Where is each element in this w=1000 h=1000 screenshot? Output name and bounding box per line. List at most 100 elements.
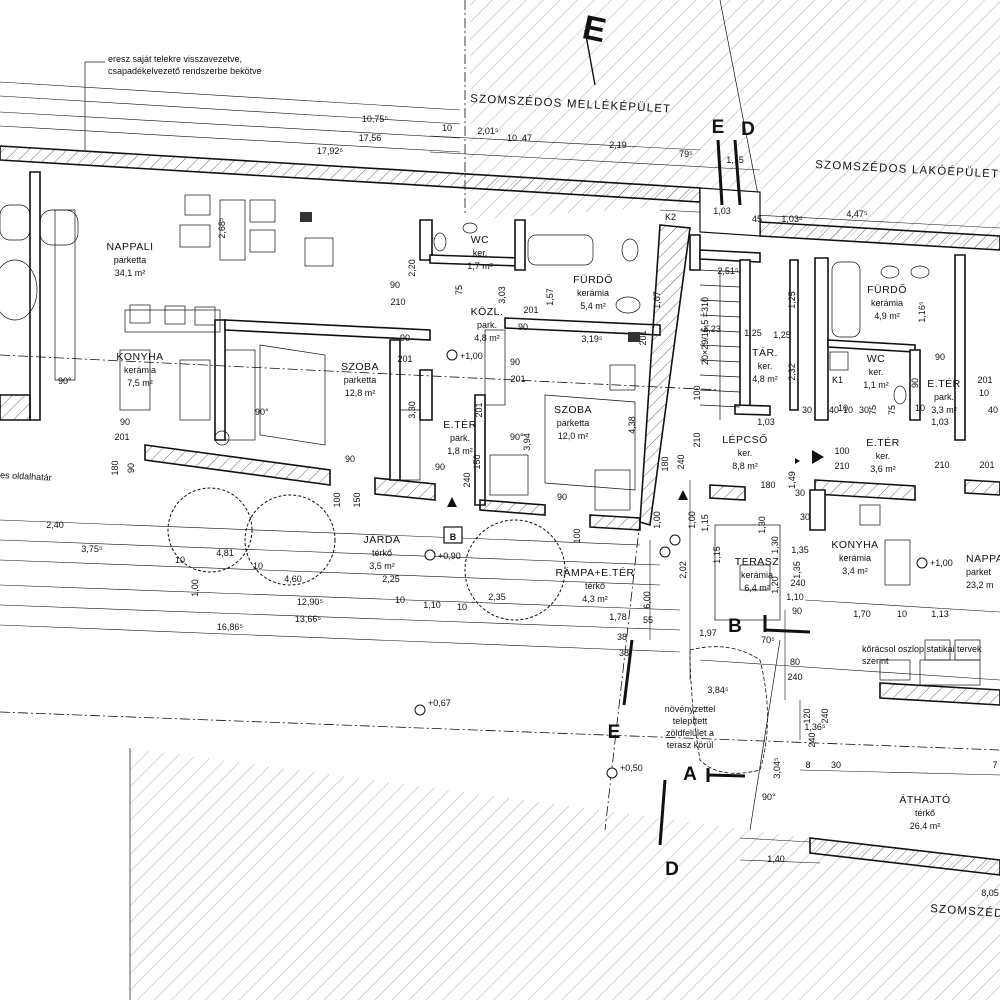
- dim-text: 75: [868, 405, 878, 415]
- dim-text: 10: [395, 595, 405, 605]
- stair-spec: 20×29/15,5 =310: [700, 297, 710, 365]
- wall-room2-bottom: [479, 499, 546, 516]
- dim-text: 240: [787, 672, 802, 682]
- room-floor: ker.: [473, 248, 488, 258]
- wall-bottom-right: [809, 837, 1000, 876]
- column-note: szerint: [862, 656, 889, 666]
- dim-text: 10: [442, 123, 452, 133]
- dim-text: 201: [397, 354, 412, 364]
- dim-text: 180: [660, 456, 670, 471]
- wall-wc-left: [419, 219, 433, 261]
- dim-text: 240: [676, 454, 686, 469]
- dim-line: [429, 135, 701, 151]
- section-letter: E: [712, 117, 725, 138]
- room-floor: parketta: [114, 255, 147, 265]
- section-cut-B: [764, 628, 811, 634]
- dim-text: 17,92⁵: [317, 146, 344, 156]
- section-arrow: [678, 490, 688, 500]
- room-area: 4,9 m²: [874, 311, 900, 321]
- room-floor: park.: [934, 392, 954, 402]
- room-name: E.TÉR: [866, 436, 899, 449]
- dim-text: 10: [507, 133, 517, 143]
- armchair: [594, 469, 631, 511]
- room-name: WC: [867, 353, 886, 365]
- dim-text: 1,15: [700, 514, 710, 532]
- room-name: SZOBA: [554, 404, 592, 416]
- radiator: [300, 212, 312, 222]
- angle-label: 90°: [255, 407, 269, 417]
- dim-text: 3,04⁵: [772, 757, 782, 779]
- neighbour-outbuilding-area: [470, 0, 760, 220]
- dim-line: [0, 584, 681, 611]
- stool: [194, 306, 216, 326]
- section-letter: D: [741, 119, 755, 140]
- level-marker: [916, 557, 928, 569]
- dim-text: 2,19: [609, 140, 627, 150]
- dim-text: 12,90⁵: [297, 597, 324, 607]
- dim-text: 210: [834, 461, 849, 471]
- dim-text: 10: [457, 602, 467, 612]
- dim-text: 4,38: [627, 416, 637, 434]
- wall-bath-left: [514, 219, 526, 271]
- wall-bottom-left: [144, 444, 331, 486]
- dim-text: 3,75⁵: [81, 544, 103, 554]
- wall-room2-bottom-right: [589, 514, 641, 531]
- wardrobe-hall: [399, 409, 421, 481]
- dim-text: 3,19⁵: [581, 334, 603, 344]
- section-cut-D: [658, 779, 667, 846]
- dim-text: 120: [802, 708, 812, 723]
- dim-line: [799, 769, 1000, 776]
- dim-text: 3,84⁵: [707, 685, 729, 695]
- bathtub: [831, 261, 861, 338]
- room-area: 12,0 m²: [558, 431, 589, 441]
- level-label: +0,50: [620, 763, 643, 773]
- room-name: ÁTHAJTÓ: [899, 793, 950, 806]
- dim-text: 40: [829, 405, 839, 415]
- dim-text: 90: [910, 378, 920, 388]
- level-label: +0,67: [428, 698, 451, 708]
- dim-text: 30: [795, 488, 805, 498]
- dim-text: 55: [643, 615, 653, 625]
- dim-line: [0, 559, 661, 586]
- wardrobe: [484, 329, 506, 406]
- section-line: [584, 29, 596, 86]
- terrace-table: [739, 564, 771, 591]
- vegetation-note: telepített: [673, 716, 708, 726]
- top-wall: [0, 145, 1000, 251]
- room-name: LÉPCSŐ: [722, 432, 768, 446]
- dim-text: 1,00: [687, 511, 697, 529]
- symbol-label: K2: [665, 212, 676, 222]
- room-area: 4,8 m²: [474, 333, 500, 343]
- room-name: E.TÉR: [927, 377, 960, 390]
- room-name: TERASZ: [735, 556, 780, 568]
- furniture: [0, 194, 981, 686]
- room-area: 34,1 m²: [115, 268, 146, 278]
- dim-text: 100: [692, 385, 702, 400]
- boundary-label: es oldalhatár: [0, 470, 52, 483]
- dim-text: 30: [800, 512, 810, 522]
- dim-text: 38: [617, 632, 627, 642]
- wall-storage-bottom: [734, 404, 771, 416]
- sink: [880, 265, 900, 279]
- dim-text: 2,25: [382, 574, 400, 584]
- room-floor: kerámia: [124, 365, 156, 375]
- coffee-table: [0, 259, 38, 321]
- dim-text: 47: [522, 133, 532, 143]
- dim-text: 45: [752, 214, 762, 224]
- dim-line: [739, 837, 811, 843]
- dim-text: 1,00: [652, 511, 662, 529]
- angle-label: 90°: [510, 432, 524, 442]
- dim-text: 201: [114, 432, 129, 442]
- dim-text: 1,03: [931, 417, 949, 427]
- terrace-paving: [714, 524, 781, 621]
- dim-text: 90: [792, 606, 802, 616]
- section-cut-E: [622, 639, 634, 706]
- dim-text: 6,00: [642, 591, 652, 609]
- dim-text: 90: [390, 280, 400, 290]
- interior-walls: [0, 171, 1000, 876]
- entry-arrow: [812, 450, 824, 464]
- dim-text: 1,10: [423, 600, 441, 610]
- axis-line: [0, 711, 1000, 751]
- dim-text: 8,05: [981, 888, 999, 898]
- dim-text: 90: [400, 333, 410, 343]
